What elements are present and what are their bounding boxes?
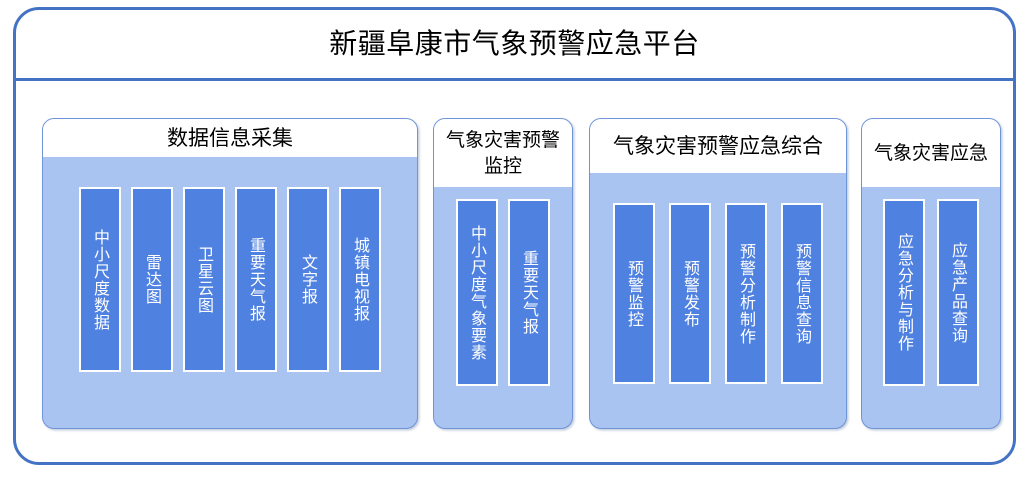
panel-emergency-header: 气象灾害应急 bbox=[862, 119, 1000, 187]
panel-data-collect-body: 中小尺度数据 雷达图 卫星云图 重要天气报 文字报 城镇电视报 bbox=[43, 157, 417, 428]
card-warn-monitor-0[interactable]: 中小尺度气象要素 bbox=[456, 199, 498, 386]
card-data-collect-2[interactable]: 卫星云图 bbox=[183, 187, 225, 372]
panel-warn-integrated-header: 气象灾害预警应急综合 bbox=[590, 119, 846, 173]
panel-emergency-body: 应急分析与制作 应急产品查询 bbox=[862, 187, 1000, 428]
panel-warn-monitor[interactable]: 气象灾害预警监控 中小尺度气象要素 重要天气报 bbox=[433, 118, 573, 429]
card-emergency-1[interactable]: 应急产品查询 bbox=[937, 199, 979, 386]
card-data-collect-3[interactable]: 重要天气报 bbox=[235, 187, 277, 372]
panel-data-collect[interactable]: 数据信息采集 中小尺度数据 雷达图 卫星云图 重要天气报 文字报 城镇电视报 bbox=[42, 118, 418, 429]
card-data-collect-0[interactable]: 中小尺度数据 bbox=[79, 187, 121, 372]
panel-emergency[interactable]: 气象灾害应急 应急分析与制作 应急产品查询 bbox=[861, 118, 1001, 429]
card-data-collect-1[interactable]: 雷达图 bbox=[131, 187, 173, 372]
card-warn-integrated-0[interactable]: 预警监控 bbox=[613, 203, 655, 384]
panel-warn-integrated[interactable]: 气象灾害预警应急综合 预警监控 预警发布 预警分析制作 预警信息查询 bbox=[589, 118, 847, 429]
panel-warn-monitor-header: 气象灾害预警监控 bbox=[434, 119, 572, 187]
panel-row: 数据信息采集 中小尺度数据 雷达图 卫星云图 重要天气报 文字报 城镇电视报 气… bbox=[16, 84, 1013, 462]
card-emergency-0[interactable]: 应急分析与制作 bbox=[883, 199, 925, 386]
card-warn-integrated-2[interactable]: 预警分析制作 bbox=[725, 203, 767, 384]
panel-warn-monitor-body: 中小尺度气象要素 重要天气报 bbox=[434, 187, 572, 428]
card-warn-integrated-1[interactable]: 预警发布 bbox=[669, 203, 711, 384]
card-warn-integrated-3[interactable]: 预警信息查询 bbox=[781, 203, 823, 384]
panel-warn-integrated-body: 预警监控 预警发布 预警分析制作 预警信息查询 bbox=[590, 173, 846, 428]
panel-data-collect-header: 数据信息采集 bbox=[43, 119, 417, 157]
card-data-collect-5[interactable]: 城镇电视报 bbox=[339, 187, 381, 372]
card-data-collect-4[interactable]: 文字报 bbox=[287, 187, 329, 372]
card-warn-monitor-1[interactable]: 重要天气报 bbox=[508, 199, 550, 386]
application-frame: 新疆阜康市气象预警应急平台 数据信息采集 中小尺度数据 雷达图 卫星云图 重要天… bbox=[13, 7, 1016, 465]
title-bar: 新疆阜康市气象预警应急平台 bbox=[16, 10, 1013, 81]
page-title: 新疆阜康市气象预警应急平台 bbox=[329, 27, 700, 60]
